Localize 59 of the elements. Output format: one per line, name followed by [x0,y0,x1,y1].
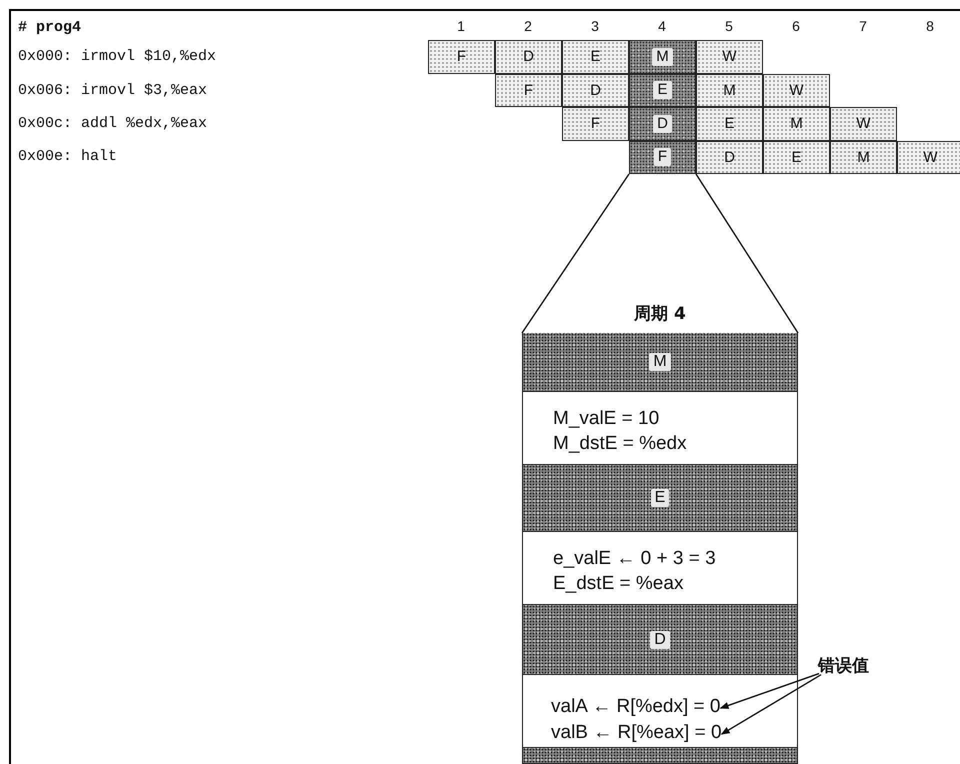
cycle-number: 8 [925,17,935,35]
pipeline-stage-cell [629,107,696,140]
value-line: E_dstE = %eax [553,572,684,596]
value-line: M_valE = 10 [553,407,660,431]
pipeline-stage-cell: D [495,40,562,74]
panel-heading: 周期 4 [633,303,687,325]
annotation-text: 错误值 [818,654,869,677]
stage-values-box [522,532,798,605]
pipeline-stage-cell: D [562,74,629,107]
stage-letter: F [654,148,672,166]
pipeline-stage-cell: W [897,140,960,174]
stage-letter: D [650,630,670,648]
pipeline-stage-cell: F [495,74,562,107]
stage-values-box [522,392,798,465]
register-values-box [522,675,798,748]
pipeline-stage-cell: M [763,107,830,140]
pipeline-stage-cell [629,74,696,107]
cycle-number: 6 [791,17,801,35]
pipeline-stage-cell: M [696,74,763,107]
zoom-line [695,174,799,334]
register-read-line: valB ← R[%eax] = 0 [551,721,722,745]
pipeline-stage-cell: M [830,140,897,174]
value-line: M_dstE = %edx [553,432,687,456]
cycle-number: 7 [858,17,868,35]
stage-letter: M [652,48,673,66]
pipeline-stage-cell: W [830,107,897,140]
instruction-line: 0x006: irmovl $3,%eax [18,82,208,100]
cycle-number: 1 [456,17,466,35]
stage-band [522,465,798,532]
value-line: e_valE ← 0 + 3 = 3 [553,547,716,571]
cycle-number: 3 [590,17,600,35]
instruction-line: 0x000: irmovl $10,%edx [18,48,216,66]
cycle-number: 2 [523,17,533,35]
stage-letter: E [650,489,670,507]
pipeline-stage-cell: F [562,107,629,140]
zoom-line [521,174,630,334]
pipeline-stage-cell: W [696,40,763,74]
instruction-line: 0x00c: addl %edx,%eax [18,115,208,133]
pipeline-stage-cell: E [763,140,830,174]
pipeline-stage-cell: D [696,140,763,174]
stage-band [522,333,798,392]
leader-arrow [720,674,822,735]
instruction-line: 0x00e: halt [18,148,118,166]
stage-band [522,605,798,675]
leader-arrow [720,672,820,709]
pipeline-stage-cell: E [562,40,629,74]
stage-letter: D [653,114,672,133]
pipeline-stage-cell: F [428,40,495,74]
register-read-line: valA ← R[%edx] = 0 [551,695,720,719]
cycle-number: 5 [724,17,734,35]
stage-letter: E [653,81,672,100]
pipeline-stage-cell: W [763,74,830,107]
stage-band [522,748,798,764]
cycle-number: 4 [657,17,667,35]
stage-letter: M [649,353,671,371]
pipeline-stage-cell: E [696,107,763,140]
pipeline-stage-cell [629,140,696,174]
program-title: # prog4 [18,19,82,37]
pipeline-stage-cell [629,40,696,74]
